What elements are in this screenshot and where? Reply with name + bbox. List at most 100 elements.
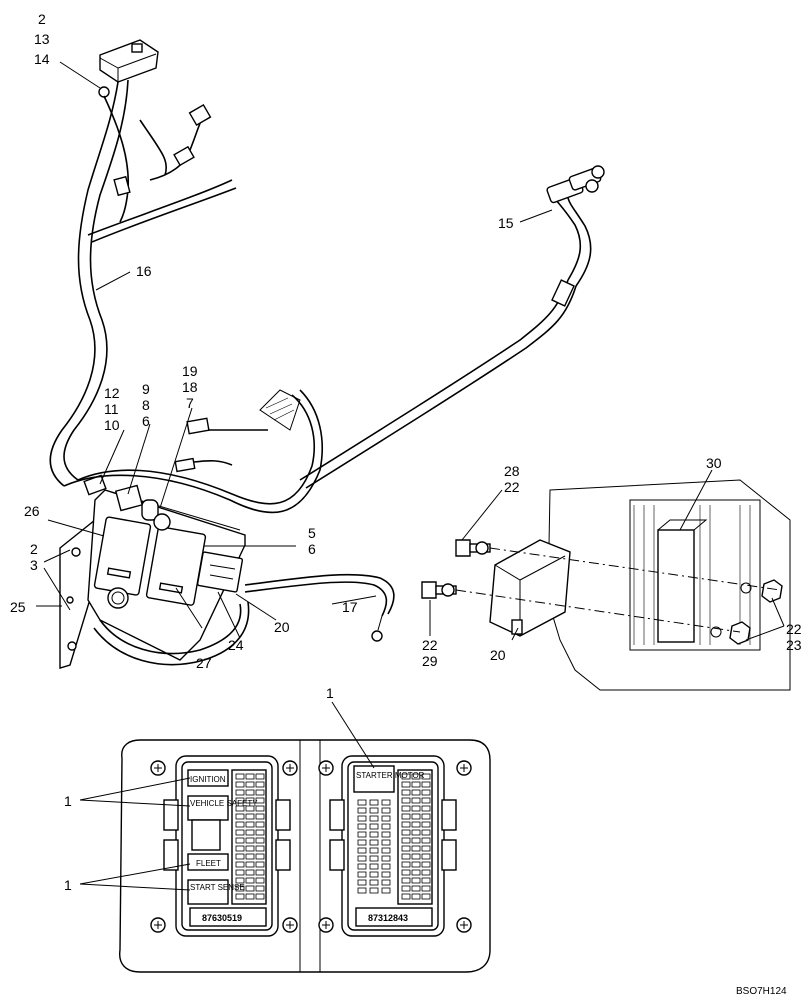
fuse-slot xyxy=(255,789,265,796)
fuse-slot xyxy=(245,781,255,788)
fuse-slot xyxy=(411,829,421,836)
fuse-slot xyxy=(235,773,245,780)
fuse-slot xyxy=(245,885,255,892)
fuse-slot xyxy=(421,781,431,788)
fuse-slot xyxy=(255,797,265,804)
fuse-slot xyxy=(421,837,431,844)
fuse-slot xyxy=(381,831,391,838)
fuse-slot xyxy=(401,813,411,820)
fuse-slot xyxy=(357,839,367,846)
fuse-slot xyxy=(235,869,245,876)
fuse-slot xyxy=(401,877,411,884)
fuse-slot xyxy=(401,837,411,844)
fuse-slot xyxy=(411,773,421,780)
fuse-slot xyxy=(411,893,421,900)
fuse-slot xyxy=(421,829,431,836)
fuse-slot xyxy=(357,823,367,830)
fuse-slot xyxy=(245,797,255,804)
leader-lines xyxy=(36,61,785,891)
fuse-slot xyxy=(369,823,379,830)
fuse-slot xyxy=(369,807,379,814)
fuse-slot xyxy=(255,893,265,900)
fuse-slot xyxy=(369,847,379,854)
part-number-right: 87312843 xyxy=(368,913,408,923)
fuse-slot xyxy=(421,853,431,860)
fuse-slot xyxy=(411,853,421,860)
callout-7: 7 xyxy=(186,395,194,411)
fuse-slot xyxy=(421,869,431,876)
fuse-slot xyxy=(411,845,421,852)
callout-1: 1 xyxy=(326,685,334,701)
fuse-slot xyxy=(401,789,411,796)
fuse-slot xyxy=(255,853,265,860)
fuse-slot xyxy=(411,797,421,804)
fuse-slot xyxy=(369,799,379,806)
fuse-slot xyxy=(411,805,421,812)
fuse-slot xyxy=(369,871,379,878)
callout-20: 20 xyxy=(274,619,290,635)
fuse-slot xyxy=(245,821,255,828)
fuse-slot xyxy=(245,877,255,884)
callout-12: 12 xyxy=(104,385,120,401)
drawing-reference: BSO7H124 xyxy=(736,986,787,997)
fuse-label-vehicle-safety: VEHICLE SAFETY xyxy=(190,799,258,808)
fuse-slot xyxy=(421,893,431,900)
fuse-slot xyxy=(255,821,265,828)
fuse-slot xyxy=(357,863,367,870)
fuse-slot xyxy=(235,829,245,836)
fuse-slot xyxy=(357,871,367,878)
fuse-slot xyxy=(421,789,431,796)
fuse-slot xyxy=(421,877,431,884)
fuse-slot xyxy=(381,887,391,894)
fuse-slot xyxy=(245,869,255,876)
callout-26: 26 xyxy=(24,503,40,519)
fuse-label-starter-motor: STARTER MOTOR xyxy=(356,771,425,780)
fuse-slot xyxy=(255,813,265,820)
callout-1: 1 xyxy=(64,877,72,893)
callout-16: 16 xyxy=(136,263,152,279)
fuse-slot xyxy=(421,797,431,804)
fuse-slot xyxy=(421,845,431,852)
fuse-slot xyxy=(421,861,431,868)
callout-14: 14 xyxy=(34,51,50,67)
callout-25: 25 xyxy=(10,599,26,615)
fuse-slot xyxy=(369,855,379,862)
fuse-slot xyxy=(411,813,421,820)
fuse-label-ignition: IGNITION xyxy=(190,775,226,784)
fuse-slot xyxy=(235,853,245,860)
fuse-slot xyxy=(357,887,367,894)
callout-11: 11 xyxy=(104,401,119,417)
fuse-slot xyxy=(421,773,431,780)
callout-8: 8 xyxy=(142,397,150,413)
fuse-slot xyxy=(401,853,411,860)
fuse-slot xyxy=(235,789,245,796)
fuse-slot xyxy=(401,861,411,868)
fuse-slot xyxy=(235,805,245,812)
callout-20: 20 xyxy=(490,647,506,663)
callout-2: 2 xyxy=(38,11,46,27)
fuse-slot xyxy=(401,781,411,788)
fuse-slot xyxy=(357,807,367,814)
fuse-slot xyxy=(369,815,379,822)
fuse-slot xyxy=(255,781,265,788)
fuse-slot xyxy=(421,821,431,828)
fuse-slot xyxy=(235,877,245,884)
fuse-slot xyxy=(357,799,367,806)
fuse-slot xyxy=(245,805,255,812)
fuse-slot xyxy=(421,813,431,820)
fuse-slot xyxy=(245,773,255,780)
callout-13: 13 xyxy=(34,31,50,47)
fuse-slot xyxy=(235,861,245,868)
fuse-slot xyxy=(381,815,391,822)
fuse-slot xyxy=(255,877,265,884)
callout-27: 27 xyxy=(196,655,212,671)
fuse-slot xyxy=(401,829,411,836)
fuse-slot xyxy=(245,893,255,900)
callout-22: 22 xyxy=(786,621,802,637)
fuse-slot xyxy=(235,781,245,788)
fuse-slot xyxy=(235,837,245,844)
wiring-harness xyxy=(49,39,237,487)
fuse-slot xyxy=(421,885,431,892)
fuse-slot xyxy=(235,845,245,852)
fuse-slot xyxy=(401,885,411,892)
